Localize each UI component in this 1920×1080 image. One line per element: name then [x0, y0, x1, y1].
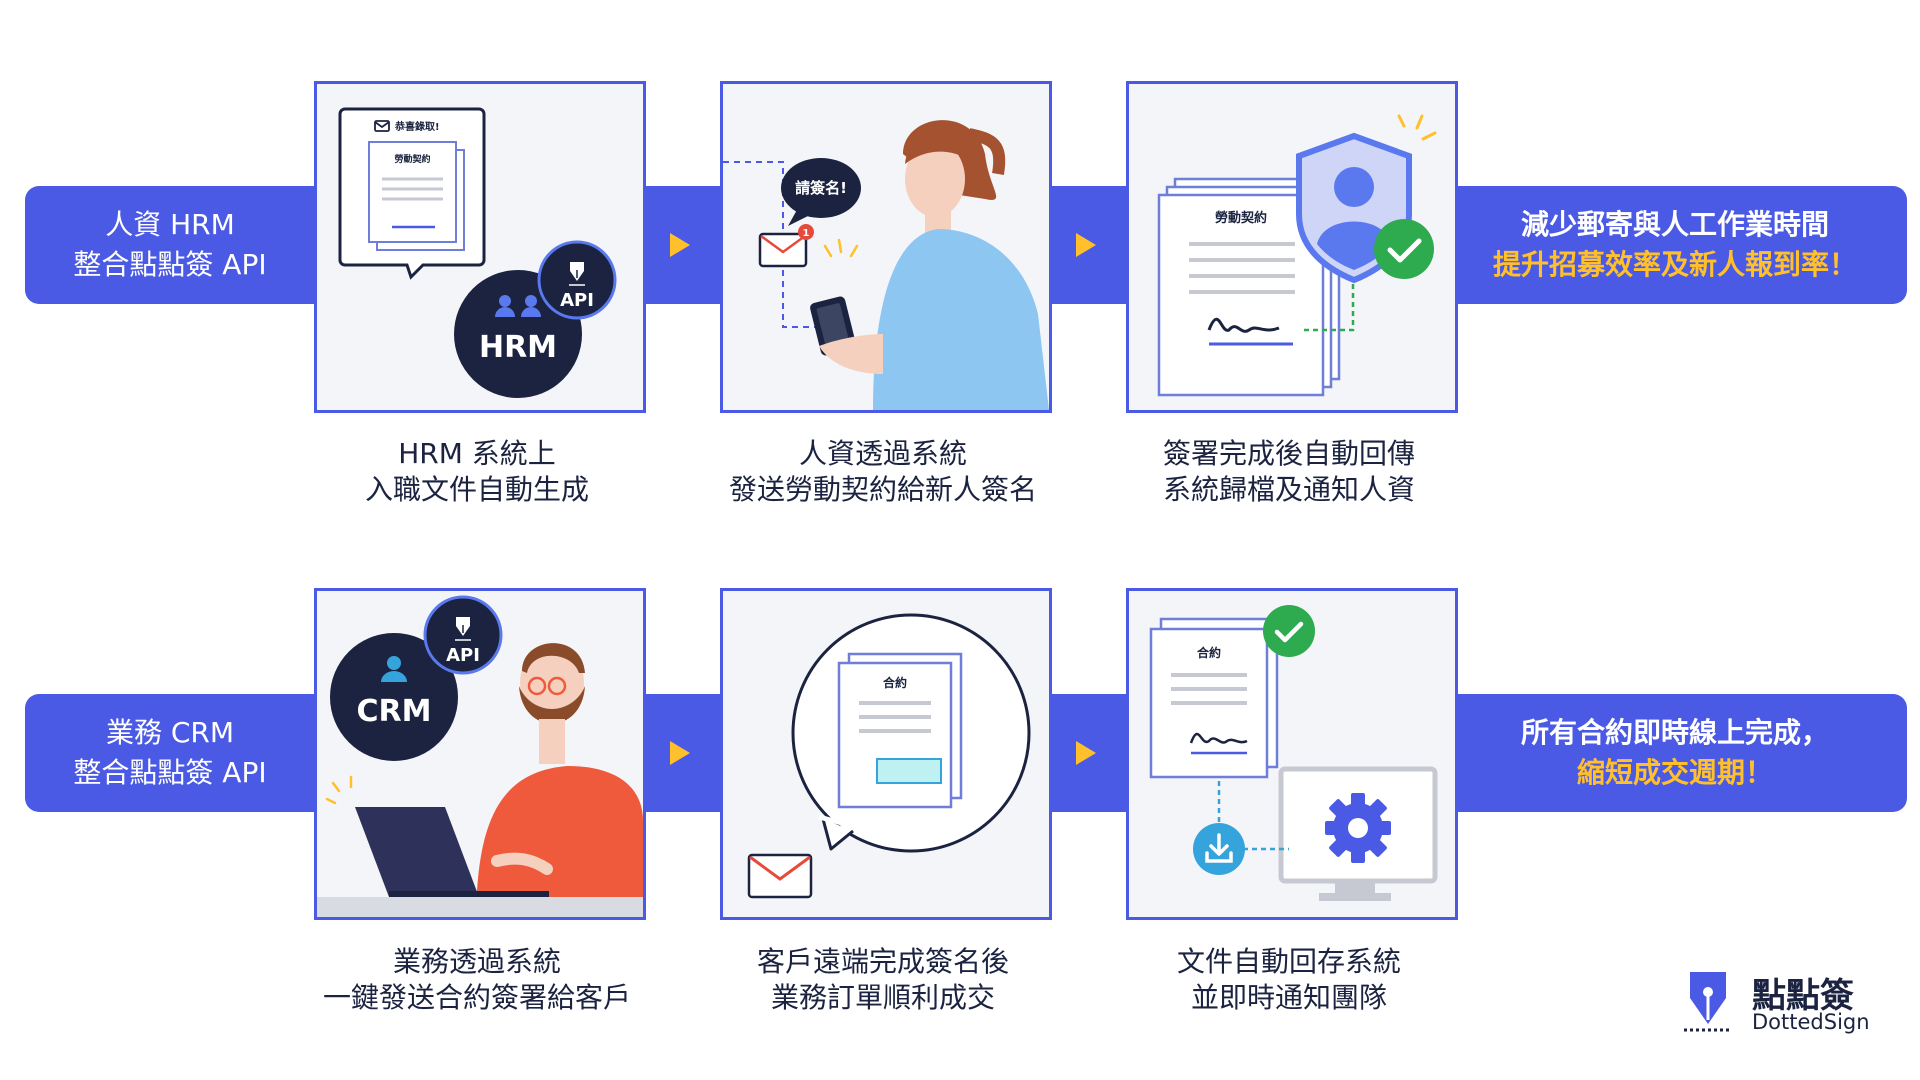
hrm-band-label-line2: 整合點點簽 API — [73, 248, 267, 281]
speech-bubble-text: 請簽名! — [795, 179, 847, 197]
user-icon — [381, 656, 407, 682]
caption-line: 系統歸檔及通知人資 — [1162, 473, 1415, 506]
caption-line: 業務透過系統 — [392, 945, 561, 978]
flow-arrow — [1076, 233, 1096, 257]
crm-step-2-panel: 合約 — [720, 588, 1052, 920]
doc-title: 勞動契約 — [1215, 210, 1267, 226]
mail-icon — [747, 853, 813, 899]
check-icon — [1263, 605, 1315, 657]
crm-result-line2: 縮短成交週期！ — [1576, 756, 1773, 789]
crm-band-label: 業務 CRM 整合點點簽 API — [25, 694, 315, 812]
caption-line: 人資透過系統 — [798, 437, 967, 470]
crm-result-line1: 所有合約即時線上完成， — [1520, 716, 1829, 749]
caption-line: 文件自動回存系統 — [1176, 945, 1401, 978]
caption-line: 一鍵發送合約簽署給客戶 — [322, 981, 631, 1014]
hrm-step-3-panel: 勞動契約 — [1126, 81, 1458, 413]
hrm-step-2-panel: 1 請簽名! — [720, 81, 1052, 413]
pen-nib-icon — [569, 262, 585, 286]
users-icon — [495, 295, 541, 317]
pen-nib-icon — [455, 617, 471, 641]
caption-line: HRM 系統上 — [398, 437, 556, 470]
crm-step-1-panel: CRM API — [314, 588, 646, 920]
caption-line: 簽署完成後自動回傳 — [1162, 437, 1415, 470]
flow-arrow — [670, 741, 690, 765]
crm-band-label-line2: 整合點點簽 API — [73, 756, 267, 789]
hrm-step-1-caption: HRM 系統上 入職文件自動生成 — [267, 436, 687, 508]
crm-step-1-caption: 業務透過系統 一鍵發送合約簽署給客戶 — [267, 944, 687, 1016]
pen-nib-icon — [1684, 972, 1732, 1032]
caption-line: 業務訂單順利成交 — [770, 981, 995, 1014]
crm-step-2-caption: 客戶遠端完成簽名後 業務訂單順利成交 — [673, 944, 1093, 1016]
crm-step-3-panel: 合約 — [1126, 588, 1458, 920]
hrm-step-2-caption: 人資透過系統 發送勞動契約給新人簽名 — [673, 436, 1093, 508]
mail-icon — [374, 120, 390, 132]
laptop-icon — [355, 807, 549, 897]
api-badge-label: API — [560, 290, 594, 311]
mail-icon — [758, 232, 808, 268]
flow-arrow — [670, 233, 690, 257]
crm-result: 所有合約即時線上完成， 縮短成交週期！ — [1455, 694, 1895, 812]
crm-band-label-line1: 業務 CRM — [105, 716, 235, 749]
crm-step-3-caption: 文件自動回存系統 並即時通知團隊 — [1079, 944, 1499, 1016]
doc-title: 勞動契約 — [394, 153, 430, 165]
brand-name: 點點簽 — [1752, 976, 1854, 1016]
notification-count: 1 — [803, 228, 810, 239]
caption-line: 入職文件自動生成 — [364, 473, 589, 506]
hrm-step-3-caption: 簽署完成後自動回傳 系統歸檔及通知人資 — [1079, 436, 1499, 508]
gear-icon — [1325, 793, 1391, 863]
check-icon — [1374, 219, 1434, 279]
hrm-result-line2: 提升招募效率及新人報到率！ — [1492, 248, 1857, 281]
hrm-band-label: 人資 HRM 整合點點簽 API — [25, 186, 315, 304]
hrm-band-label-line1: 人資 HRM — [105, 208, 235, 241]
flow-arrow — [1076, 741, 1096, 765]
doc-title: 合約 — [1197, 645, 1221, 660]
hrm-result-line1: 減少郵寄與人工作業時間 — [1520, 208, 1829, 241]
download-icon — [1193, 823, 1245, 875]
caption-line: 並即時通知團隊 — [1190, 981, 1387, 1014]
api-badge-label: API — [446, 645, 480, 666]
hrm-step-1-panel: 恭喜錄取! 勞動契約 HRM API — [314, 81, 646, 413]
hrm-result: 減少郵寄與人工作業時間 提升招募效率及新人報到率！ — [1455, 186, 1895, 304]
email-subject: 恭喜錄取! — [394, 120, 440, 133]
crm-badge-label: CRM — [357, 694, 432, 729]
brand-logo: 點點簽 DottedSign — [1680, 968, 1900, 1040]
caption-line: 發送勞動契約給新人簽名 — [728, 473, 1037, 506]
brand-name-en: DottedSign — [1752, 1010, 1870, 1034]
doc-title: 合約 — [883, 675, 907, 690]
hrm-badge-label: HRM — [479, 330, 557, 365]
caption-line: 客戶遠端完成簽名後 — [756, 945, 1009, 978]
